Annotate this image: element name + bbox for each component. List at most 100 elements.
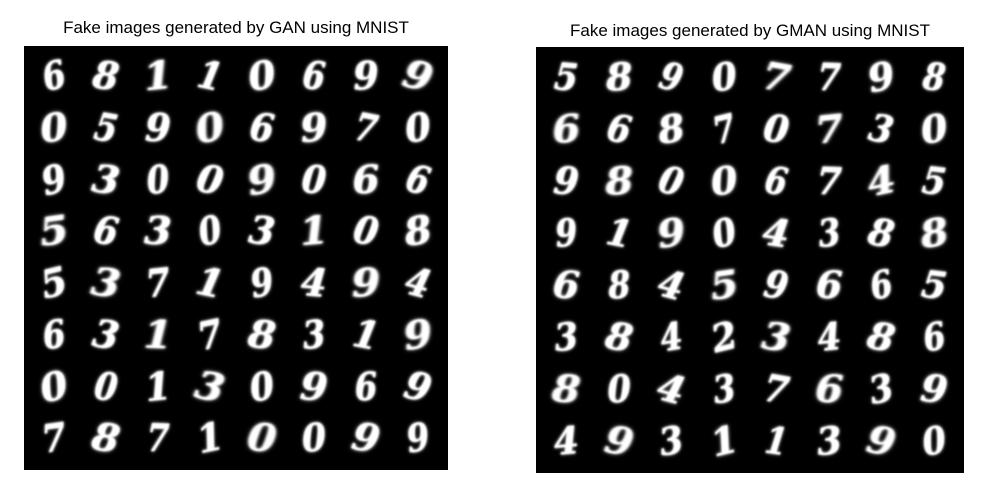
digit-cell: 6	[813, 366, 844, 411]
digit-cell: 0	[401, 102, 435, 152]
digit-cell: 6	[761, 156, 791, 205]
digit-cell: 5	[706, 260, 741, 309]
digit-cell: 3	[552, 313, 580, 360]
digit-cell: 4	[652, 363, 690, 414]
digit-cell: 7	[350, 102, 382, 152]
digit-cell: 8	[604, 53, 634, 100]
digit-cell: 6	[300, 51, 328, 99]
digit-cell: 9	[348, 412, 384, 463]
digit-cell: 7	[145, 414, 171, 461]
digit-cell: 0	[349, 206, 383, 256]
digit-cell: 7	[816, 54, 842, 99]
digit-cell: 8	[601, 312, 637, 361]
digit-cell: 8	[920, 53, 948, 100]
digit-cell: 9	[551, 157, 581, 204]
digit-cell: 9	[350, 259, 382, 306]
digit-cell: 1	[762, 417, 791, 464]
digit-cell: 9	[917, 365, 950, 412]
digit-cell: 1	[192, 257, 229, 308]
digit-cell: 9	[403, 413, 433, 462]
digit-cell: 6	[919, 312, 949, 361]
digit-cell: 0	[35, 360, 73, 412]
digit-cell: 0	[916, 104, 951, 153]
digit-cell: 0	[245, 413, 280, 462]
digit-cell: 7	[38, 413, 69, 462]
digit-cell: 8	[550, 365, 583, 412]
digit-cell: 0	[760, 104, 792, 153]
digit-cell: 0	[191, 102, 229, 153]
digit-cell: 3	[89, 309, 123, 359]
digit-cell: 3	[89, 154, 123, 204]
gman-panel-title: Fake images generated by GMAN using MNIS…	[570, 21, 930, 40]
digit-cell: 6	[90, 206, 122, 255]
digit-cell: 6	[351, 155, 381, 203]
digit-cell: 7	[707, 104, 740, 153]
digit-cell: 4	[814, 313, 843, 360]
digit-cell: 0	[144, 155, 172, 203]
digit-cell: 3	[759, 312, 794, 361]
digit-cell: 7	[758, 52, 794, 101]
digit-cell: 4	[760, 208, 793, 257]
digit-cell: 0	[299, 414, 328, 462]
digit-cell: 4	[862, 156, 900, 205]
digit-cell: 3	[88, 258, 124, 307]
digit-cell: 3	[815, 209, 842, 256]
digit-cell: 5	[918, 261, 949, 308]
digit-cell: 0	[91, 362, 121, 410]
digit-cell: 9	[553, 209, 580, 256]
digit-cell: 1	[141, 51, 175, 100]
digit-cell: 5	[36, 206, 72, 255]
digit-cell: 5	[919, 157, 949, 204]
digit-cell: 6	[37, 50, 71, 100]
digit-cell: 0	[300, 155, 328, 203]
digit-cell: 8	[606, 261, 631, 308]
digit-cell: 6	[551, 261, 582, 308]
digit-cell: 9	[653, 208, 689, 257]
digit-cell: 3	[813, 417, 844, 464]
digit-cell: 1	[297, 206, 331, 255]
digit-cell: 0	[707, 156, 740, 205]
digit-cell: 5	[552, 53, 580, 100]
digit-cell: 5	[91, 103, 122, 152]
digit-cell: 6	[247, 103, 277, 151]
digit-cell: 9	[351, 52, 380, 99]
digit-cell: 4	[299, 258, 329, 306]
digit-cell: 8	[916, 208, 952, 257]
digit-cell: 9	[298, 362, 330, 410]
digit-cell: 7	[812, 105, 845, 152]
digit-cell: 9	[760, 260, 792, 309]
digit-cell: 3	[246, 206, 278, 255]
digit-cell: 9	[298, 103, 330, 151]
digit-cell: 9	[600, 416, 637, 465]
digit-cell: 0	[37, 102, 71, 152]
digit-cell: 8	[863, 312, 899, 361]
digit-cell: 8	[603, 157, 634, 204]
digit-cell: 6	[814, 262, 843, 307]
digit-cell: 8	[90, 51, 122, 100]
digit-cell: 3	[656, 416, 687, 465]
digit-cell: 1	[705, 415, 742, 466]
digit-cell: 6	[550, 105, 583, 152]
digit-cell: 9	[246, 258, 277, 307]
digit-cell: 0	[918, 416, 950, 465]
gan-panel-title: Fake images generated by GAN using MNIST	[63, 18, 409, 37]
digit-cell: 9	[863, 52, 899, 101]
digit-cell: 8	[654, 104, 688, 153]
digit-cell: 7	[760, 364, 793, 413]
digit-cell: 0	[706, 208, 741, 257]
digit-cell: 8	[88, 413, 124, 463]
digit-cell: 9	[398, 49, 438, 101]
digit-cell: 8	[400, 206, 435, 255]
digit-cell: 6	[603, 104, 635, 153]
digit-cell: 0	[244, 50, 280, 100]
digit-cell: 0	[605, 365, 632, 412]
digit-cell: 9	[400, 309, 436, 359]
digit-cell: 9	[243, 154, 281, 204]
digit-cell: 3	[300, 310, 328, 358]
digit-cell: 8	[245, 310, 279, 359]
digit-cell: 1	[142, 311, 174, 358]
digit-cell: 6	[353, 362, 379, 409]
digit-cell: 0	[246, 361, 278, 411]
